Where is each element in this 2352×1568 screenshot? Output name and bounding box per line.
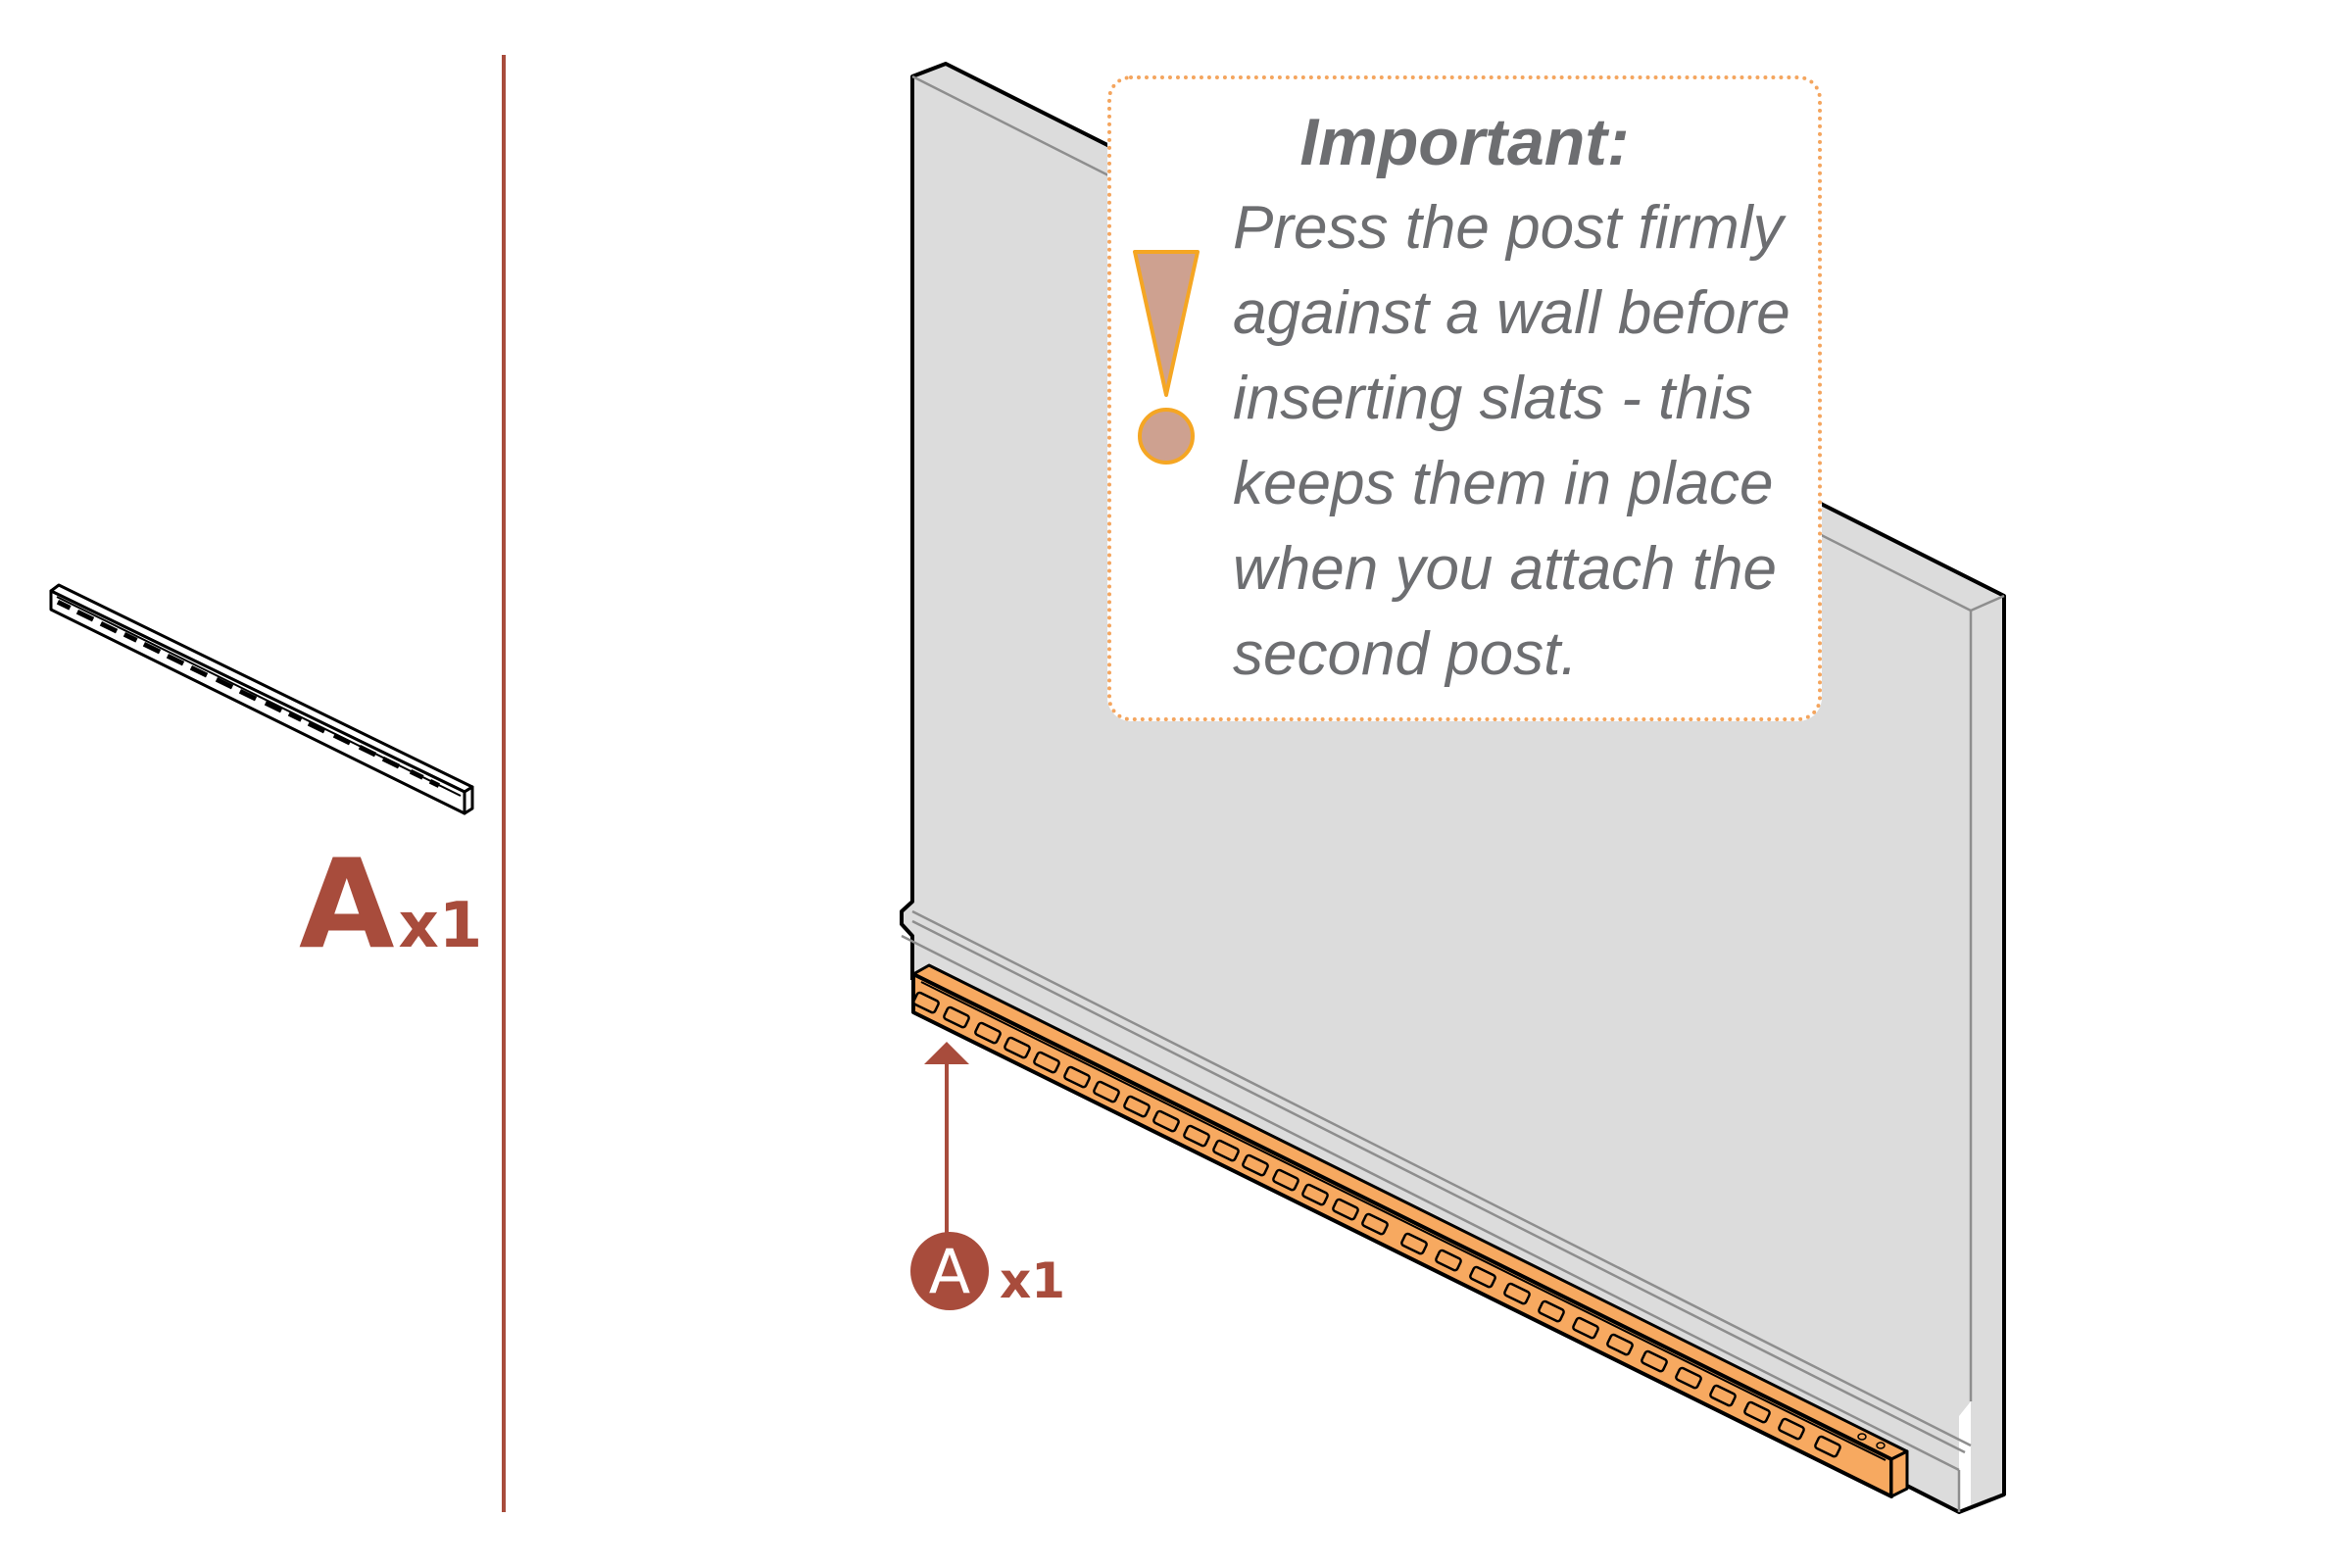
- part-label: Ax1: [299, 843, 482, 966]
- notice-line: against a wall before: [1233, 279, 1790, 347]
- part-callout-quantity: x1: [1000, 1252, 1066, 1309]
- slotted-post-icon: [49, 583, 474, 815]
- notice-line: second post.: [1233, 620, 1578, 688]
- important-notice: Important: Press the post firmly against…: [1107, 75, 1822, 721]
- notice-line: keeps them in place: [1233, 450, 1774, 517]
- section-divider: [502, 55, 506, 1512]
- notice-title: Important:: [1299, 105, 1630, 179]
- part-quantity: x1: [398, 890, 483, 962]
- part-callout-badge: A: [910, 1232, 989, 1310]
- arrow-up-icon: [924, 1042, 969, 1233]
- part-letter: A: [299, 832, 395, 976]
- slotted-post-rail-icon: [911, 963, 1909, 1498]
- notice-line: when you attach the: [1233, 535, 1777, 603]
- exclamation-icon: [1133, 250, 1200, 465]
- notice-line: inserting slats - this: [1233, 365, 1753, 432]
- notice-line: Press the post firmly: [1233, 194, 1784, 262]
- notice-body: Press the post firmly against a wall bef…: [1233, 185, 1790, 697]
